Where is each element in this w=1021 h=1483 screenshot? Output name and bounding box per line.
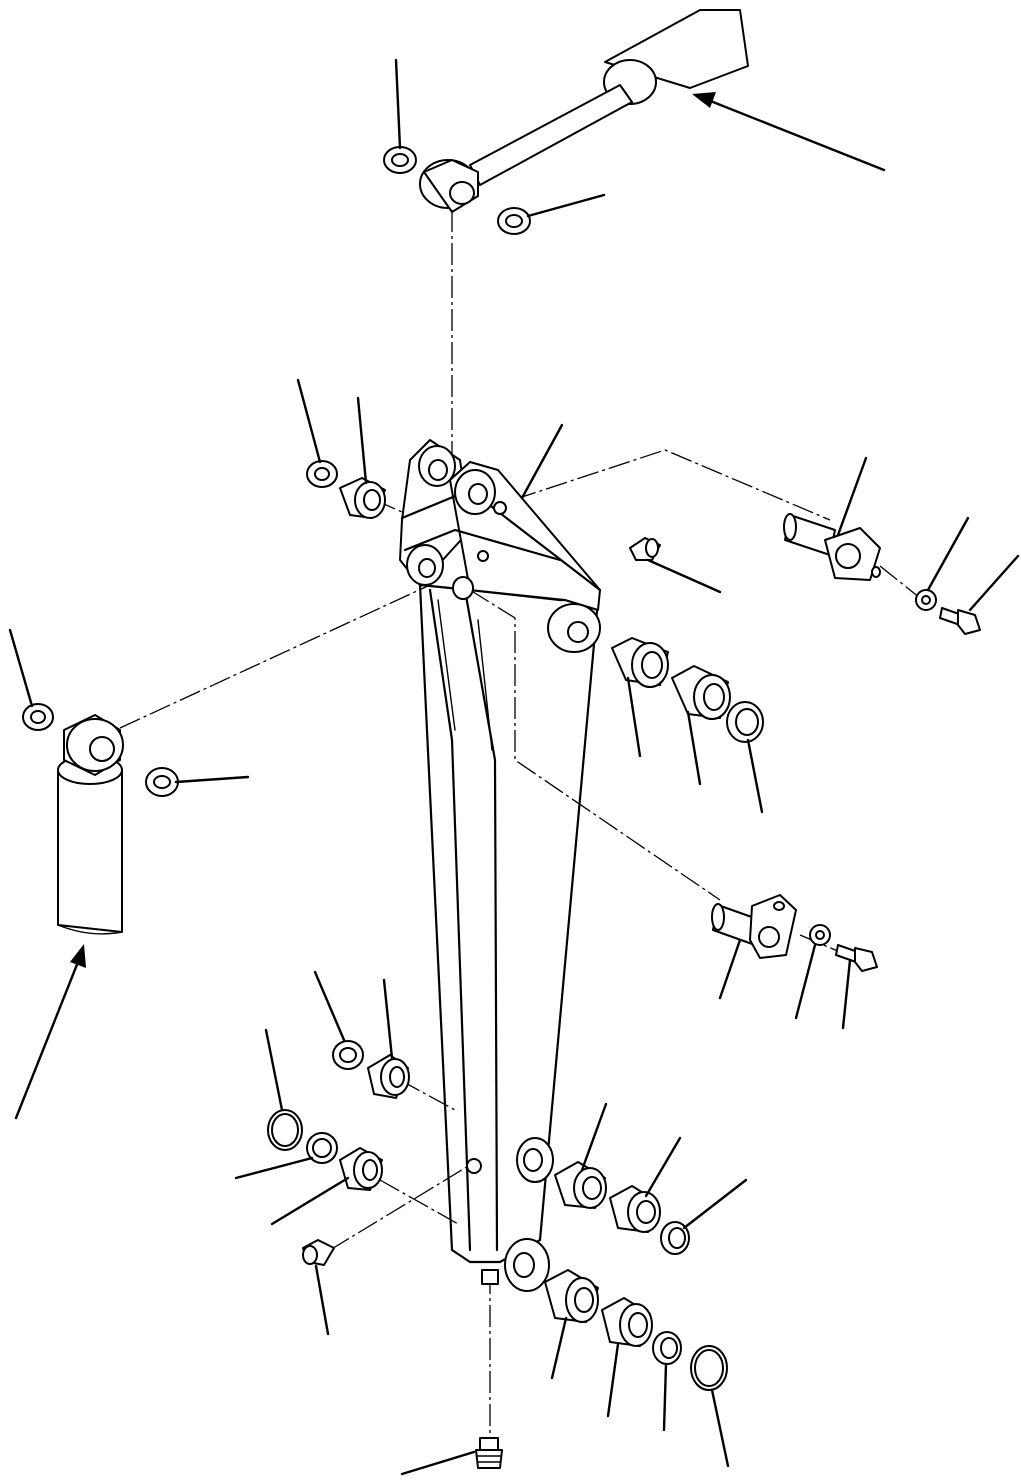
lower-bushing-1: [554, 1161, 607, 1209]
bottom-bushing-2: [601, 1297, 653, 1347]
bottom-seal: [652, 1331, 682, 1365]
grease-fitting-left: [302, 1239, 335, 1266]
arm-body: [399, 439, 602, 1292]
side-bushing-2: [671, 665, 731, 720]
bucket-cylinder: [419, 9, 749, 213]
lower-left-washer: [332, 1040, 364, 1070]
middle-pin: [711, 894, 797, 959]
seal-left: [306, 1132, 338, 1164]
upper-bushing: [339, 477, 386, 519]
arm-cylinder-washer-right: [145, 767, 179, 797]
side-bushing-1: [611, 637, 669, 688]
grease-fitting-upper: [629, 537, 661, 561]
bucket-cylinder-washer-right: [497, 207, 531, 235]
upper-washer: [306, 460, 338, 488]
bottom-bushing-1: [544, 1269, 599, 1323]
middle-pin-washer: [809, 924, 831, 946]
lower-bushing-2: [609, 1185, 661, 1233]
arm-cylinder: [57, 714, 124, 935]
upper-pin-bolt: [939, 607, 981, 635]
side-seal: [726, 701, 764, 743]
arrow-to-bucket-cylinder: [692, 92, 886, 172]
middle-pin-bolt: [835, 944, 878, 972]
upper-pin: [783, 513, 881, 581]
arrow-to-arm-cylinder: [14, 944, 86, 1120]
lower-left-bushing: [367, 1054, 410, 1099]
bucket-cylinder-washer-left: [383, 146, 417, 174]
upper-pin-washer: [915, 589, 937, 611]
o-ring-left: [267, 1109, 303, 1151]
grease-fitting-bottom: [475, 1437, 503, 1469]
bushing-left-lower: [339, 1147, 383, 1191]
o-ring-right: [690, 1345, 728, 1391]
callout-leaders: [8, 58, 1020, 1476]
lower-seal-1: [660, 1221, 690, 1255]
arm-cylinder-washer-left: [22, 703, 54, 731]
